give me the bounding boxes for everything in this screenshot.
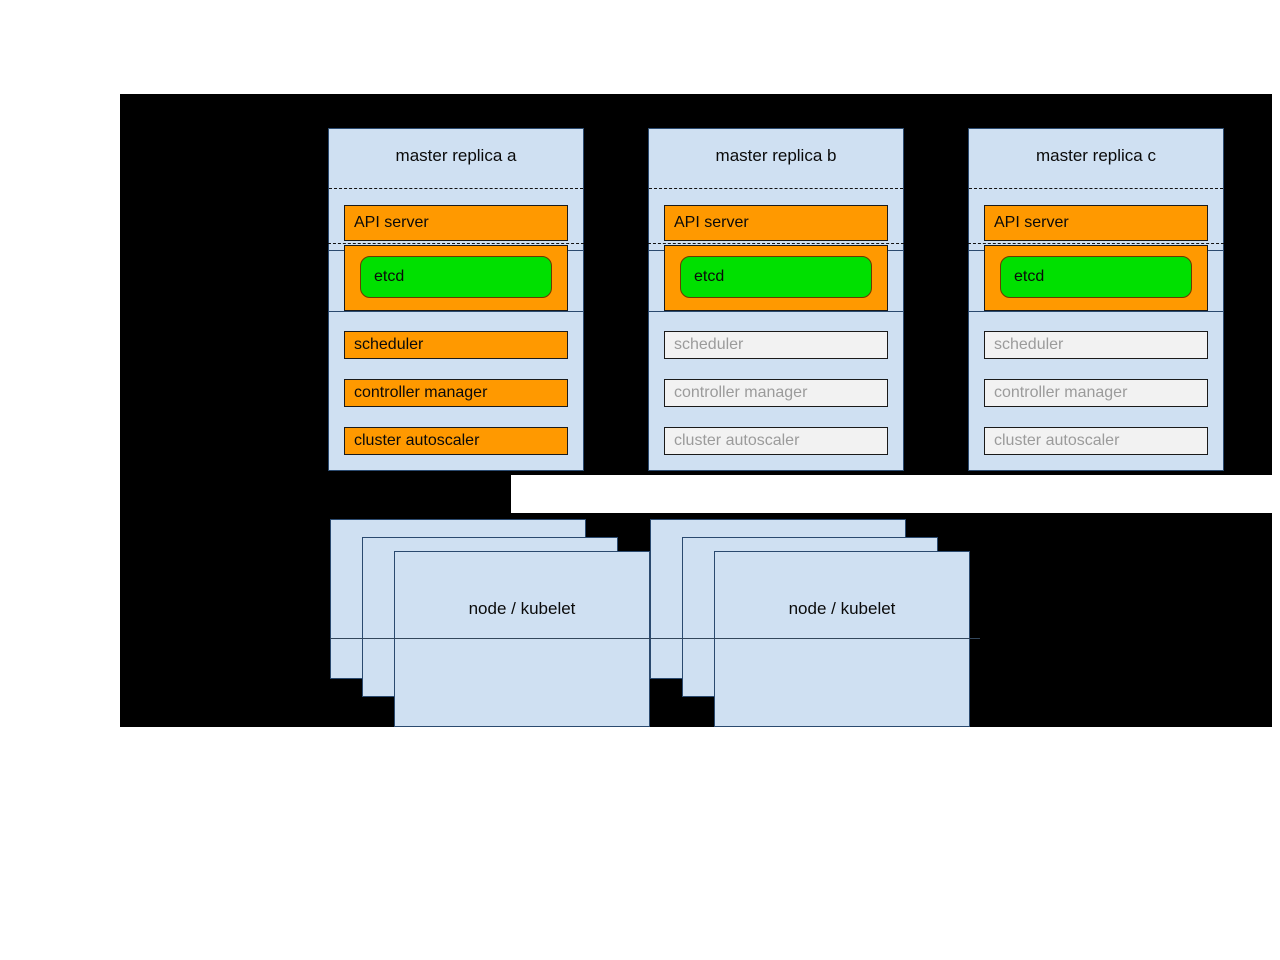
replica-b-scheduler[interactable]: scheduler [664,331,888,359]
node-group-1-front-split-line [394,638,650,639]
replica-a-etcd-label: etcd [374,268,405,285]
node-group-2-label: node / kubelet [788,599,896,618]
replica-b-divider-bottom [649,311,903,312]
replica-c-api-dashed-overlay [968,243,1224,244]
replica-a-scheduler-label: scheduler [354,336,424,353]
replica-c-etcd[interactable]: etcd [1000,256,1192,298]
replica-a-controller-manager-label: controller manager [354,384,488,401]
replica-c-scheduler-label: scheduler [994,336,1064,353]
replica-c-divider-top [969,188,1223,189]
node-group-2-front-split-line [714,638,970,639]
replica-c-api-server-label: API server [994,214,1069,231]
replica-a-etcd[interactable]: etcd [360,256,552,298]
replica-b-cluster-autoscaler[interactable]: cluster autoscaler [664,427,888,455]
replica-b-controller-manager-label: controller manager [674,384,808,401]
replica-c-cluster-autoscaler-label: cluster autoscaler [994,432,1120,449]
replica-c-scheduler[interactable]: scheduler [984,331,1208,359]
replica-c-divider-bottom [969,311,1223,312]
node-group-1-card-front[interactable]: node / kubelet [394,551,650,727]
replica-a-api-server[interactable]: API server [344,205,568,241]
master-replica-b-title: master replica b [715,146,837,165]
replica-b-api-server[interactable]: API server [664,205,888,241]
backdrop-notch-left [120,475,511,513]
replica-a-cluster-autoscaler[interactable]: cluster autoscaler [344,427,568,455]
replica-c-etcd-label: etcd [1014,268,1045,285]
replica-a-divider-bottom [329,311,583,312]
replica-c-api-server[interactable]: API server [984,205,1208,241]
replica-c-controller-manager-label: controller manager [994,384,1128,401]
replica-c-cluster-autoscaler[interactable]: cluster autoscaler [984,427,1208,455]
replica-a-controller-manager[interactable]: controller manager [344,379,568,407]
replica-a-divider-top [329,188,583,189]
replica-b-controller-manager[interactable]: controller manager [664,379,888,407]
replica-a-api-server-label: API server [354,214,429,231]
node-group-1-label: node / kubelet [468,599,576,618]
master-replica-a-title: master replica a [395,146,517,165]
replica-b-api-dashed-overlay [648,243,904,244]
replica-a-api-dashed-overlay [328,243,584,244]
replica-b-divider-top [649,188,903,189]
replica-b-cluster-autoscaler-label: cluster autoscaler [674,432,800,449]
replica-b-scheduler-label: scheduler [674,336,744,353]
replica-a-scheduler[interactable]: scheduler [344,331,568,359]
replica-c-controller-manager[interactable]: controller manager [984,379,1208,407]
node-group-2-card-front[interactable]: node / kubelet [714,551,970,727]
replica-b-etcd-label: etcd [694,268,725,285]
replica-a-cluster-autoscaler-label: cluster autoscaler [354,432,480,449]
master-replica-c-title: master replica c [1036,146,1156,165]
replica-b-api-server-label: API server [674,214,749,231]
replica-b-etcd[interactable]: etcd [680,256,872,298]
